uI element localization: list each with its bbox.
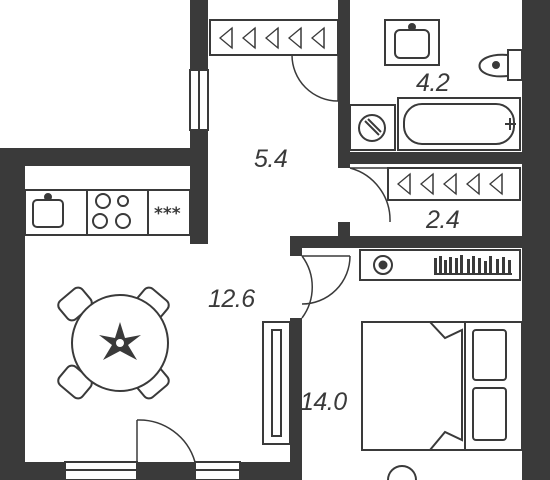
doors bbox=[136, 54, 392, 463]
dining-table bbox=[57, 286, 170, 400]
area-label-hallway: 5.4 bbox=[254, 145, 287, 173]
toilet bbox=[478, 49, 523, 81]
stove bbox=[92, 193, 131, 229]
window-kitchen bbox=[64, 461, 241, 480]
wardrobe-bedroom bbox=[262, 321, 291, 445]
area-label-closet: 2.4 bbox=[425, 206, 459, 234]
wardrobe-hall bbox=[209, 19, 339, 56]
stove-symbol: *** bbox=[154, 204, 181, 224]
wardrobe-closet bbox=[387, 167, 521, 201]
area-label-bathroom: 4.2 bbox=[416, 69, 450, 97]
flower-decor bbox=[99, 322, 141, 360]
area-label-kitchen: 12.6 bbox=[208, 285, 255, 313]
tv-stand bbox=[359, 249, 521, 281]
washing-machine bbox=[349, 104, 396, 151]
window-hall bbox=[189, 69, 209, 131]
sink-kitchen bbox=[32, 193, 64, 228]
bathtub bbox=[397, 97, 521, 151]
nightstand-partial bbox=[387, 465, 417, 480]
sink-bathroom bbox=[384, 19, 440, 66]
bed bbox=[361, 321, 523, 451]
kitchen-counter bbox=[24, 189, 191, 236]
area-label-bedroom: 14.0 bbox=[300, 388, 347, 416]
